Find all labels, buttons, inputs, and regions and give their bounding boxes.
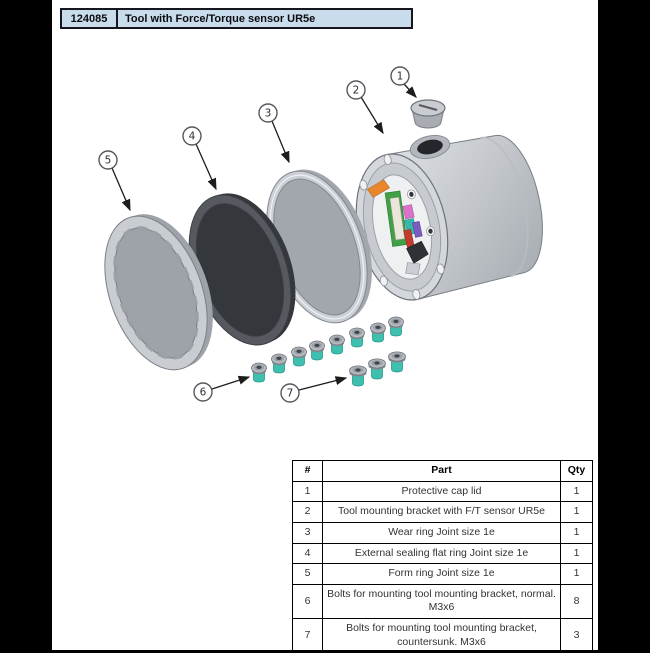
row-num: 4: [292, 542, 323, 565]
table-row: 3 Wear ring Joint size 1e 1: [292, 521, 593, 544]
col-header-num: #: [292, 460, 323, 482]
page-title: Tool with Force/Torque sensor UR5e: [125, 12, 316, 25]
row-num: 7: [292, 618, 323, 653]
row-qty: 1: [560, 501, 593, 523]
parts-table: # Part Qty 1 Protective cap lid 1 2 Tool…: [292, 460, 593, 653]
row-qty: 1: [560, 563, 593, 585]
svg-text:7: 7: [287, 388, 294, 400]
callout-1: 1: [390, 66, 417, 98]
document-header: 124085 Tool with Force/Torque sensor UR5…: [60, 8, 413, 29]
flange-holes: [358, 154, 445, 300]
row-part: Tool mounting bracket with F/T sensor UR…: [322, 501, 561, 523]
row-part: Protective cap lid: [322, 480, 561, 503]
row-qty: 3: [560, 618, 593, 653]
row-qty: 1: [560, 521, 593, 544]
row-num: 3: [292, 521, 323, 544]
svg-text:4: 4: [189, 131, 196, 143]
callout-6: 6: [193, 375, 251, 402]
callout-2: 2: [346, 80, 384, 135]
table-header-row: # Part Qty: [292, 460, 593, 482]
col-header-part: Part: [322, 460, 561, 482]
protective-cap-lid: [410, 99, 446, 129]
row-num: 2: [292, 501, 323, 523]
row-num: 5: [292, 563, 323, 585]
col-header-qty: Qty: [560, 460, 593, 482]
table-row: 6 Bolts for mounting tool mounting brack…: [292, 583, 593, 620]
svg-text:2: 2: [353, 85, 360, 97]
row-part: Bolts for mounting tool mounting bracket…: [322, 618, 561, 653]
cap-hole: [409, 134, 451, 160]
svg-text:1: 1: [397, 71, 404, 83]
table-row: 4 External sealing flat ring Joint size …: [292, 542, 593, 565]
callout-7: 7: [280, 376, 348, 403]
ft-sensor-electronics: [366, 179, 429, 275]
row-part: Form ring Joint size 1e: [322, 563, 561, 585]
row-part: Wear ring Joint size 1e: [322, 521, 561, 544]
row-part: External sealing flat ring Joint size 1e: [322, 542, 561, 565]
table-row: 5 Form ring Joint size 1e 1: [292, 563, 593, 585]
external-sealing-ring: [188, 193, 296, 346]
inner-screw-holes: [406, 189, 435, 237]
row-num: 6: [292, 583, 323, 620]
tool-mounting-bracket: [355, 134, 543, 301]
svg-text:3: 3: [265, 108, 272, 120]
exploded-view-diagram: 1 2 3 4 5 6 7: [98, 66, 543, 403]
callout-5: 5: [98, 150, 131, 212]
row-num: 1: [292, 480, 323, 503]
row-qty: 8: [560, 583, 593, 620]
callout-3: 3: [258, 103, 290, 164]
table-row: 1 Protective cap lid 1: [292, 480, 593, 503]
form-ring: [104, 214, 213, 371]
table-row: 2 Tool mounting bracket with F/T sensor …: [292, 501, 593, 523]
bolts-countersunk: [349, 351, 406, 387]
document-page: 124085 Tool with Force/Torque sensor UR5…: [52, 0, 598, 653]
callout-4: 4: [182, 126, 217, 191]
row-part: Bolts for mounting tool mounting bracket…: [322, 583, 561, 620]
row-qty: 1: [560, 480, 593, 503]
row-qty: 1: [560, 542, 593, 565]
part-number: 124085: [62, 10, 118, 27]
svg-text:6: 6: [200, 387, 207, 399]
table-row: 7 Bolts for mounting tool mounting brack…: [292, 618, 593, 653]
svg-text:5: 5: [105, 155, 112, 167]
